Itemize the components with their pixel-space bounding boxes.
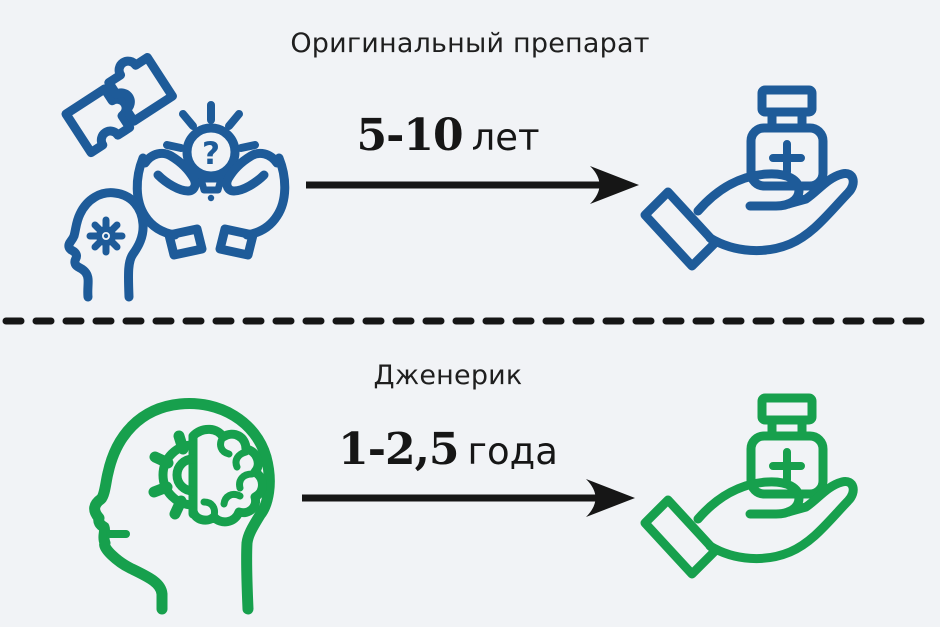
open-hand-icon [640,477,858,579]
medicine-bottle-icon [746,393,828,499]
open-hand-icon [640,169,858,271]
lightbulb-question-icon: ? [163,101,259,202]
generic-duration-value: 1-2,5 [338,424,459,475]
original-duration-unit: лет [471,116,540,159]
puzzle-pieces-icon [61,53,177,158]
head-gear-brain-icon [89,398,275,615]
svg-text:?: ? [202,136,220,172]
hand-holding-medicine-icon-original [640,85,858,271]
generic-section-title: Дженерик [373,360,523,391]
gear-brain-icon [148,424,267,527]
medicine-bottle-icon [746,85,828,191]
generic-duration-unit: года [467,430,558,473]
hand-holding-medicine-icon-generic [640,393,858,579]
arrow-right-top [306,166,639,204]
dashed-divider [2,317,940,325]
research-idea-icon: ? [61,53,290,302]
original-section-title: Оригинальный препарат [290,28,650,59]
arrow-right-bottom [302,479,635,517]
original-duration-value: 5-10 [356,110,463,161]
head-gear-icon [64,188,148,302]
